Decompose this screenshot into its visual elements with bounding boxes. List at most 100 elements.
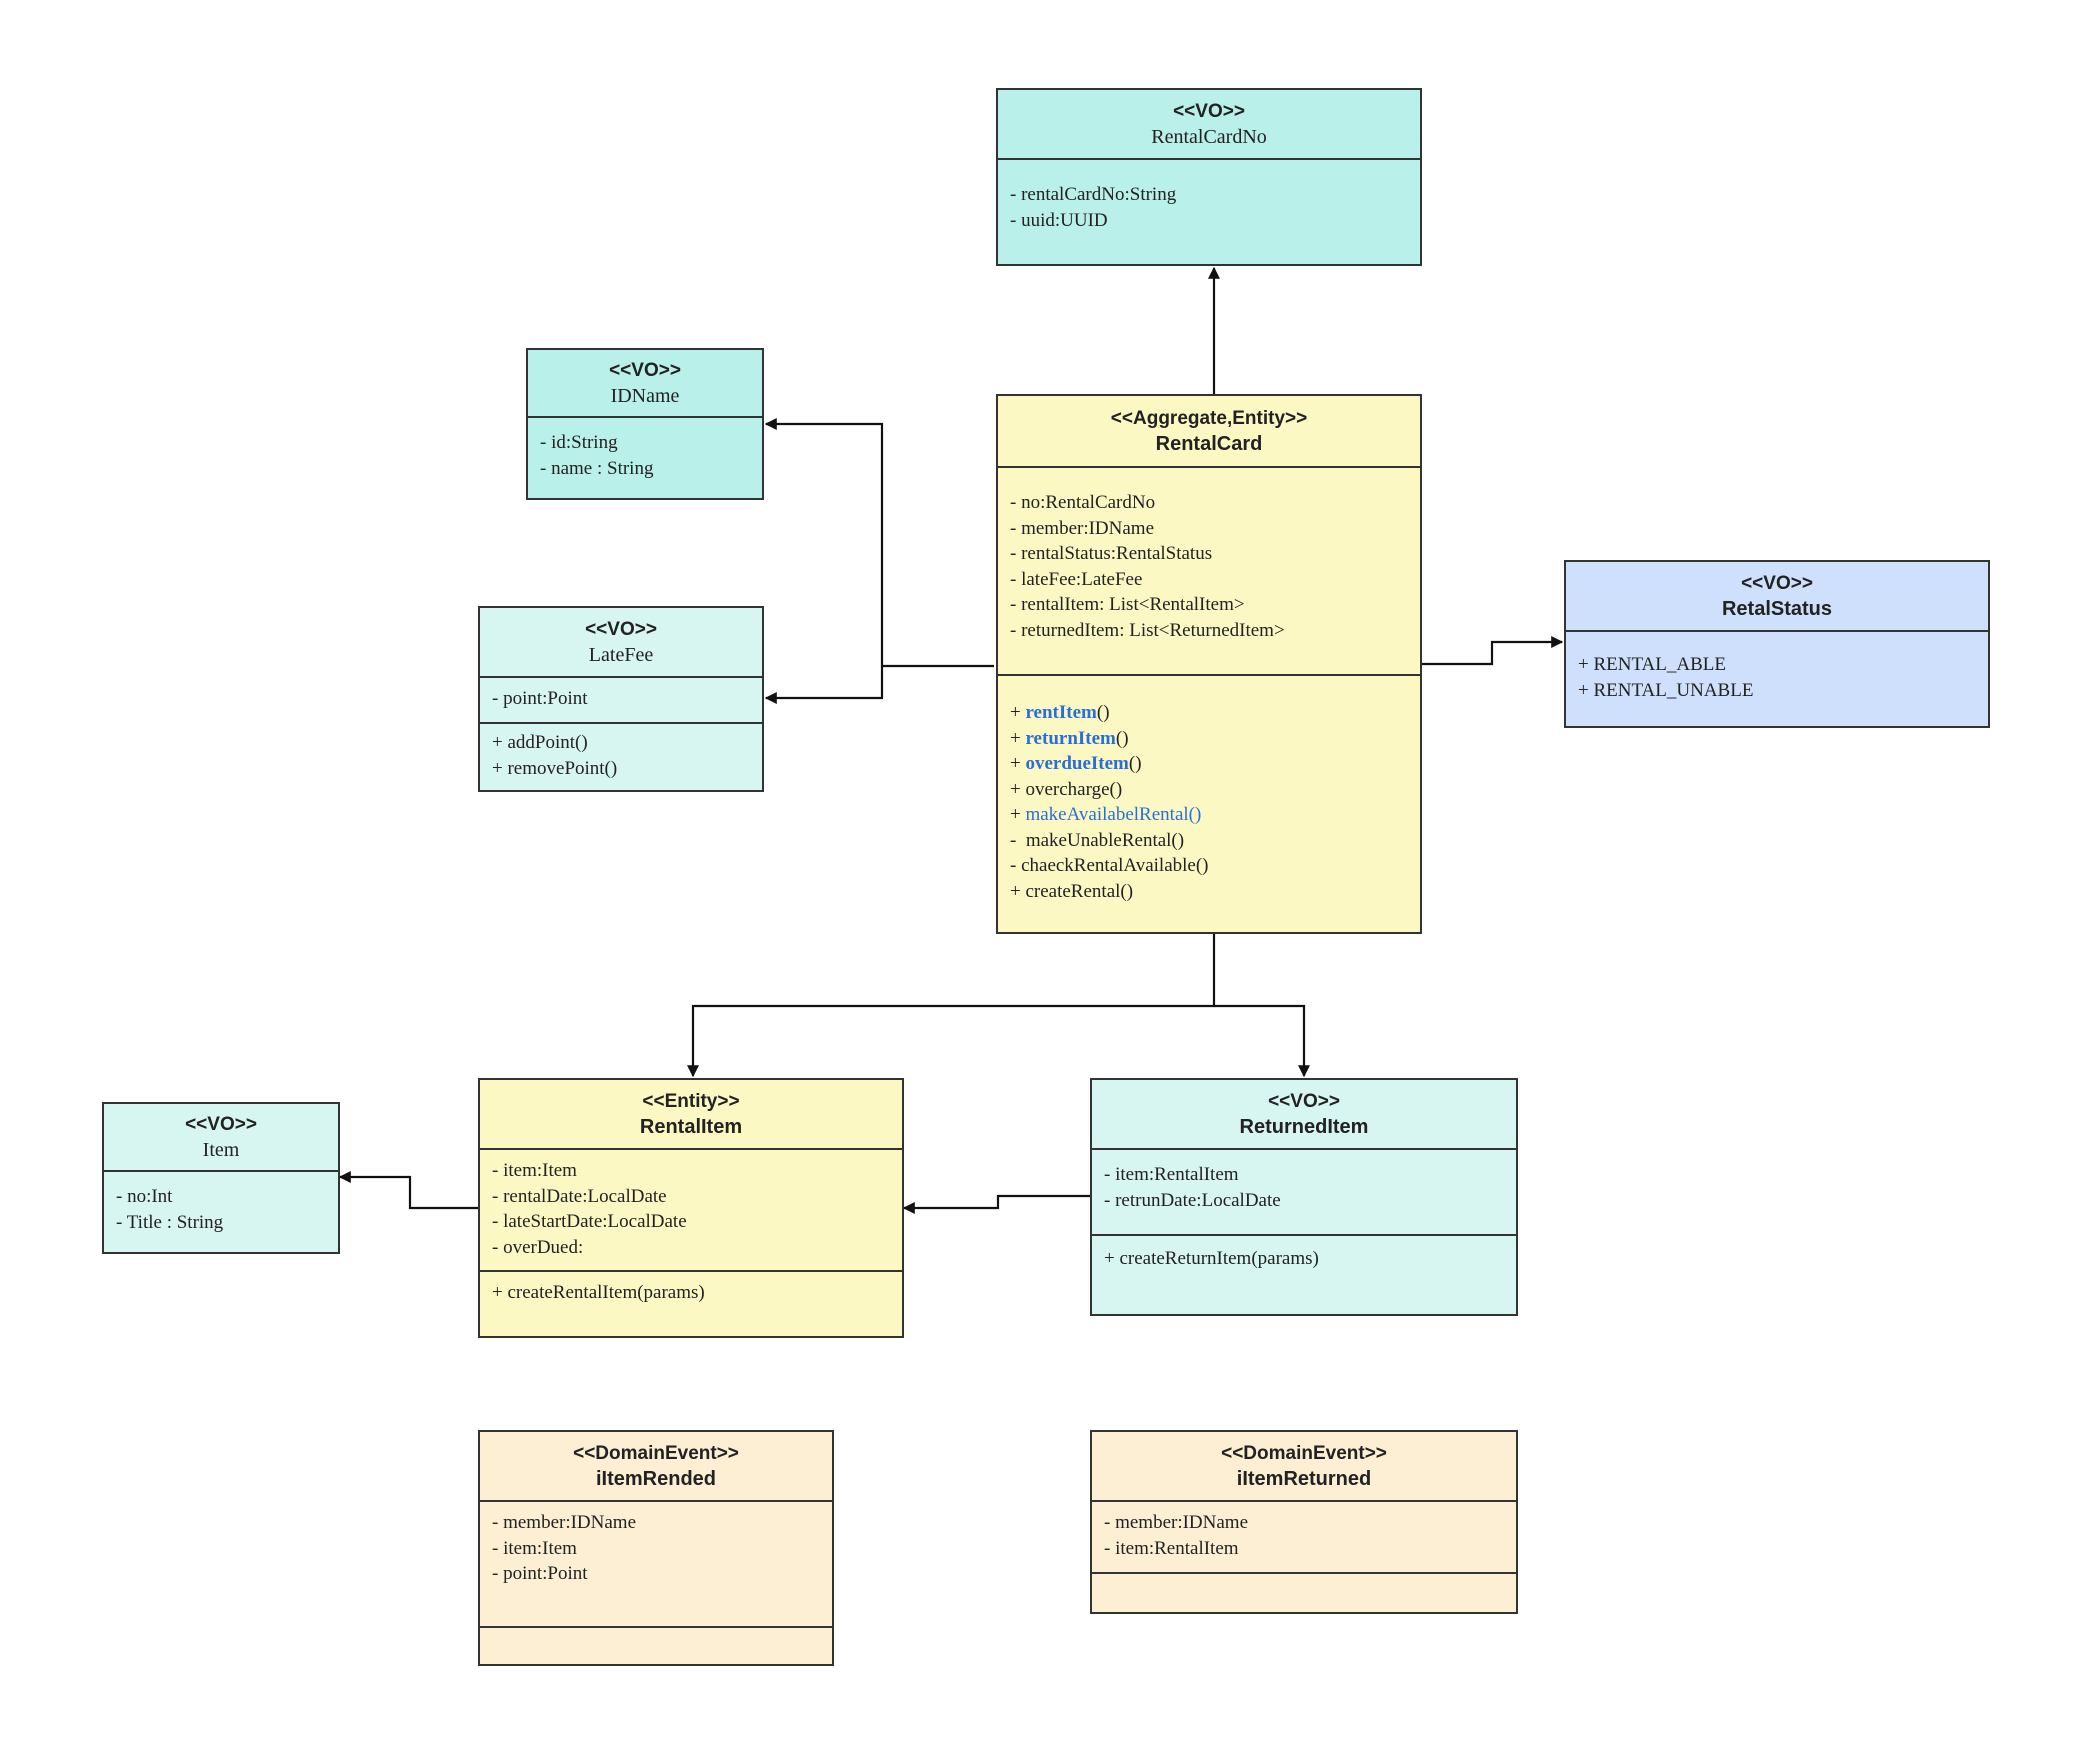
attribute: - member:IDName: [1010, 517, 1155, 539]
class-name: iItemRended: [595, 1467, 717, 1490]
attribute: - uuid:UUID: [1010, 209, 1108, 231]
operation-makeavailabelrental: + makeAvailabelRental(): [1010, 804, 1202, 825]
operations: [480, 1626, 832, 1664]
stereotype: <<VO>>: [609, 359, 681, 381]
class-latefee[interactable]: <<VO>> LateFee - point:Point + addPoint(…: [478, 606, 764, 792]
stereotype: <<VO>>: [185, 1113, 257, 1135]
attribute: - no:Int: [116, 1186, 173, 1207]
edge-rentalitem-item: [338, 1171, 478, 1210]
attribute: - item:RentalItem: [1104, 1164, 1239, 1185]
attributes: - item:RentalItem - retrunDate:LocalDate: [1092, 1150, 1516, 1234]
class-rentalitem[interactable]: <<Entity>> RentalItem - item:Item - rent…: [478, 1078, 904, 1338]
class-item[interactable]: <<VO>> Item - no:Int - Title : String: [102, 1102, 340, 1254]
class-name: LateFee: [588, 643, 654, 666]
attributes: + RENTAL_ABLE + RENTAL_UNABLE: [1566, 632, 1988, 726]
attribute: - returnedItem: List<ReturnedItem>: [1010, 619, 1285, 641]
attribute: - point:Point: [492, 688, 588, 709]
attribute: - point:Point: [492, 1563, 588, 1584]
operation: + createReturnItem(params): [1104, 1248, 1319, 1269]
class-header: <<VO>> LateFee: [480, 608, 762, 678]
class-name: RetalStatus: [1721, 597, 1833, 620]
attribute: - no:RentalCardNo: [1010, 492, 1156, 513]
operation: + createRentalItem(params): [492, 1282, 705, 1303]
attribute: - item:Item: [492, 1537, 577, 1559]
operation-overcharge: + overcharge(): [1010, 778, 1123, 800]
edge-rentalcard-retalstatus: [1420, 636, 1564, 666]
operation-rentitem: + rentItem(): [1010, 702, 1110, 723]
operations: + rentItem() + returnItem() + overdueIte…: [998, 674, 1420, 932]
attribute: - lateFee:LateFee: [1010, 568, 1143, 590]
attributes: - id:String - name : String: [528, 418, 762, 498]
stereotype: <<VO>>: [1173, 100, 1245, 122]
attribute: - Title : String: [116, 1211, 224, 1233]
attributes: - no:RentalCardNo - member:IDName - rent…: [998, 468, 1420, 674]
stereotype: <<VO>>: [1741, 572, 1813, 594]
attribute: - lateStartDate:LocalDate: [492, 1211, 687, 1232]
stereotype: <<Aggregate,Entity>>: [1110, 407, 1308, 429]
operation: + addPoint(): [492, 732, 588, 753]
operations: [1092, 1572, 1516, 1612]
attribute: - rentalCardNo:String: [1010, 184, 1177, 205]
attributes: - point:Point: [480, 678, 762, 722]
class-name: RentalCardNo: [1151, 125, 1267, 148]
operation-makeunablerental: - makeUnableRental(): [1010, 829, 1185, 851]
attribute: + RENTAL_UNABLE: [1578, 679, 1754, 701]
attribute: - id:String: [540, 432, 618, 453]
stereotype: <<DomainEvent>>: [1221, 1442, 1387, 1464]
stereotype: <<VO>>: [585, 618, 657, 640]
class-header: <<VO>> ReturnedItem: [1092, 1080, 1516, 1150]
operation-createrental: + createRental(): [1010, 880, 1134, 902]
attribute: - item:RentalItem: [1104, 1537, 1239, 1559]
class-header: <<VO>> RetalStatus: [1566, 562, 1988, 632]
class-header: <<DomainEvent>> iItemReturned: [1092, 1432, 1516, 1502]
attributes: - member:IDName - item:Item - point:Poin…: [480, 1502, 832, 1626]
class-name: iItemReturned: [1236, 1467, 1372, 1490]
class-iitemreturned[interactable]: <<DomainEvent>> iItemReturned - member:I…: [1090, 1430, 1518, 1614]
attributes: - no:Int - Title : String: [104, 1172, 338, 1252]
attribute: - member:IDName: [1104, 1512, 1249, 1533]
class-header: <<VO>> RentalCardNo: [998, 90, 1420, 160]
class-header: <<Entity>> RentalItem: [480, 1080, 902, 1150]
class-header: <<DomainEvent>> iItemRended: [480, 1432, 832, 1502]
edge-returneditem-rentalitem: [902, 1194, 1090, 1214]
operation-chaeckrentalavailable: - chaeckRentalAvailable(): [1010, 855, 1209, 876]
attribute: - member:IDName: [492, 1512, 637, 1533]
class-rentalcard[interactable]: <<Aggregate,Entity>> RentalCard - no:Ren…: [996, 394, 1422, 934]
class-name: RentalItem: [639, 1115, 743, 1138]
class-returneditem[interactable]: <<VO>> ReturnedItem - item:RentalItem - …: [1090, 1078, 1518, 1316]
edge-rentalcard-returneditem: [1214, 1004, 1310, 1078]
attributes: - rentalCardNo:String - uuid:UUID: [998, 160, 1420, 264]
edge-rentalcard-latefee: [764, 666, 884, 704]
stereotype: <<VO>>: [1268, 1090, 1340, 1112]
attributes: - member:IDName - item:RentalItem: [1092, 1502, 1516, 1572]
class-name: ReturnedItem: [1239, 1115, 1369, 1138]
attribute: - name : String: [540, 457, 654, 479]
class-name: IDName: [610, 384, 680, 407]
class-header: <<VO>> Item: [104, 1104, 338, 1172]
stereotype: <<Entity>>: [642, 1090, 740, 1112]
class-iitemrended[interactable]: <<DomainEvent>> iItemRended - member:IDN…: [478, 1430, 834, 1666]
class-rentalcardno[interactable]: <<VO>> RentalCardNo - rentalCardNo:Strin…: [996, 88, 1422, 266]
stereotype: <<DomainEvent>>: [573, 1442, 739, 1464]
operations: + addPoint() + removePoint(): [480, 722, 762, 790]
attribute: + RENTAL_ABLE: [1578, 654, 1726, 675]
attribute: - retrunDate:LocalDate: [1104, 1189, 1281, 1211]
operations: + createReturnItem(params): [1092, 1234, 1516, 1314]
attribute: - item:Item: [492, 1160, 577, 1181]
edge-rentalcard-rentalitem: [687, 934, 1216, 1078]
class-idname[interactable]: <<VO>> IDName - id:String - name : Strin…: [526, 348, 764, 500]
class-retalstatus[interactable]: <<VO>> RetalStatus + RENTAL_ABLE + RENTA…: [1564, 560, 1990, 728]
operation: + removePoint(): [492, 757, 618, 779]
attribute: - rentalItem: List<RentalItem>: [1010, 594, 1245, 615]
attribute: - rentalDate:LocalDate: [492, 1185, 667, 1207]
attributes: - item:Item - rentalDate:LocalDate - lat…: [480, 1150, 902, 1270]
operations: + createRentalItem(params): [480, 1270, 902, 1336]
class-name: RentalCard: [1155, 432, 1263, 455]
operation-returnitem: + returnItem(): [1010, 727, 1129, 749]
class-header: <<Aggregate,Entity>> RentalCard: [998, 396, 1420, 468]
class-header: <<VO>> IDName: [528, 350, 762, 418]
operation-overdueitem: + overdueItem(): [1010, 753, 1142, 774]
attribute: - overDued:: [492, 1236, 584, 1258]
